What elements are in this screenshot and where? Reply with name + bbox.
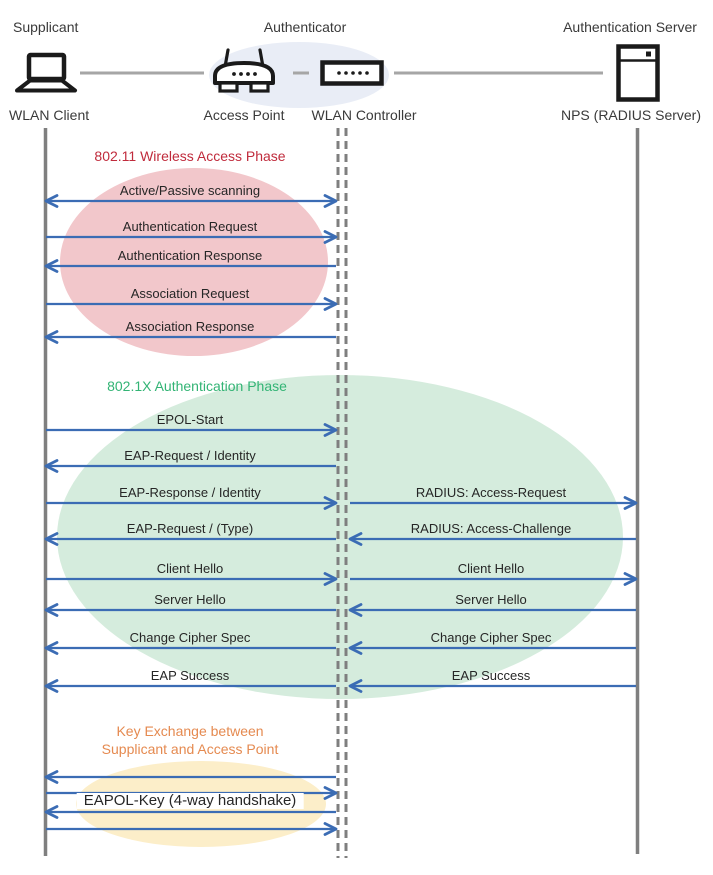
arrowhead-icon xyxy=(44,532,59,546)
arrowhead-icon xyxy=(323,230,338,244)
message-arrows xyxy=(44,194,638,836)
device-label-wlan-controller: WLAN Controller xyxy=(311,107,417,123)
arrowhead-icon xyxy=(623,572,638,586)
arrowhead-icon xyxy=(44,330,59,344)
arrowhead-icon xyxy=(44,679,59,693)
lifelines xyxy=(43,128,640,858)
laptop-icon xyxy=(15,52,77,93)
message-label: EAP Success xyxy=(150,668,230,683)
message-label: Association Request xyxy=(130,286,250,301)
arrowhead-icon xyxy=(323,786,338,800)
arrowhead-icon xyxy=(44,603,59,617)
arrowhead-icon xyxy=(44,194,59,208)
arrowhead-icon xyxy=(44,641,59,655)
message-label: Change Cipher Spec xyxy=(129,630,251,645)
phase3-title: Key Exchange between Supplicant and Acce… xyxy=(101,723,279,757)
server-icon xyxy=(616,44,660,102)
message-label: EPOL-Start xyxy=(156,412,224,427)
message-label: Server Hello xyxy=(154,592,226,607)
message-label: Server Hello xyxy=(455,592,527,607)
arrowhead-icon xyxy=(44,459,59,473)
message-label: Authentication Request xyxy=(122,219,258,234)
device-label-nps-radius-server: NPS (RADIUS Server) xyxy=(560,107,702,123)
message-label: Active/Passive scanning xyxy=(119,183,261,198)
arrowhead-icon xyxy=(323,423,338,437)
phase1-ellipse xyxy=(60,168,328,356)
message-label: EAPOL-Key (4-way handshake) xyxy=(76,793,304,809)
role-label-authenticator: Authenticator xyxy=(263,19,347,35)
arrowhead-icon xyxy=(44,770,59,784)
arrowhead-icon xyxy=(348,532,363,546)
message-label: Change Cipher Spec xyxy=(430,630,552,645)
wlan-controller-icon xyxy=(320,60,384,86)
phase2-ellipse xyxy=(57,375,623,699)
device-label-access-point: Access Point xyxy=(203,107,285,123)
arrowhead-icon xyxy=(623,496,638,510)
message-label: RADIUS: Access-Challenge xyxy=(410,521,572,536)
arrowhead-icon xyxy=(348,641,363,655)
arrowhead-icon xyxy=(323,194,338,208)
device-label-wlan-client: WLAN Client xyxy=(9,107,90,123)
arrowhead-icon xyxy=(44,805,59,819)
arrowhead-icon xyxy=(348,679,363,693)
message-label: EAP-Request / (Type) xyxy=(126,521,254,536)
message-label: EAP-Response / Identity xyxy=(119,485,261,500)
arrowhead-icon xyxy=(44,259,59,273)
arrowhead-icon xyxy=(323,572,338,586)
role-label-supplicant: Supplicant xyxy=(13,19,79,35)
message-label: Client Hello xyxy=(457,561,525,576)
arrowhead-icon xyxy=(323,496,338,510)
role-label-authentication-server: Authentication Server xyxy=(563,19,697,35)
message-label: Authentication Response xyxy=(117,248,263,263)
message-label: Client Hello xyxy=(156,561,224,576)
arrowhead-icon xyxy=(323,297,338,311)
message-label: RADIUS: Access-Request xyxy=(415,485,567,500)
arrowhead-icon xyxy=(323,822,338,836)
phase2-title: 802.1X Authentication Phase xyxy=(107,378,287,394)
message-label: EAP Success xyxy=(451,668,531,683)
phase1-title: 802.11 Wireless Access Phase xyxy=(94,148,286,164)
message-label: EAP-Request / Identity xyxy=(124,448,256,463)
access-point-icon xyxy=(213,48,275,93)
message-label: Association Response xyxy=(125,319,255,334)
arrowhead-icon xyxy=(348,603,363,617)
